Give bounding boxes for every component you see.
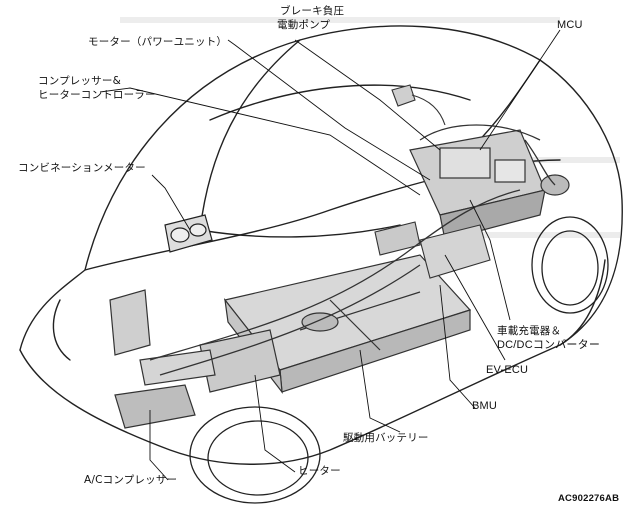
leader-lines: [99, 29, 561, 481]
label-compressor-controller-line2: ヒーターコントローラー: [38, 89, 156, 101]
label-combination-meter: コンビネーションメーター: [18, 162, 146, 174]
rear-powertrain-shape: [409, 129, 570, 241]
label-ev-ecu: EV-ECU: [486, 364, 529, 376]
label-mcu: MCU: [557, 19, 583, 31]
label-heater: ヒーター: [298, 465, 341, 477]
label-ac-compressor: A/Cコンプレッサー: [84, 474, 178, 486]
brake-pump-shape: [391, 84, 446, 126]
label-brake-pump-line1: ブレーキ負圧: [280, 5, 345, 17]
front-compartment-shape: [109, 289, 281, 429]
label-bmu: BMU: [472, 400, 498, 412]
figure-reference: AC902276AB: [558, 493, 620, 504]
car-body: [19, 25, 623, 465]
label-motor: モーター（パワーユニット）: [88, 36, 228, 48]
cabling: [149, 124, 556, 376]
label-charger-line1: 車載充電器＆: [497, 325, 562, 337]
charger-ecu-shape: [374, 221, 491, 279]
combination-meter-shape: [164, 214, 213, 253]
wheels: [189, 216, 609, 504]
label-compressor-controller-line1: コンプレッサー&: [38, 75, 121, 87]
label-battery: 駆動用バッテリー: [343, 432, 429, 444]
label-charger-line2: DC/DCコンバーター: [497, 339, 601, 351]
label-brake-pump-line2: 電動ポンプ: [277, 19, 331, 31]
